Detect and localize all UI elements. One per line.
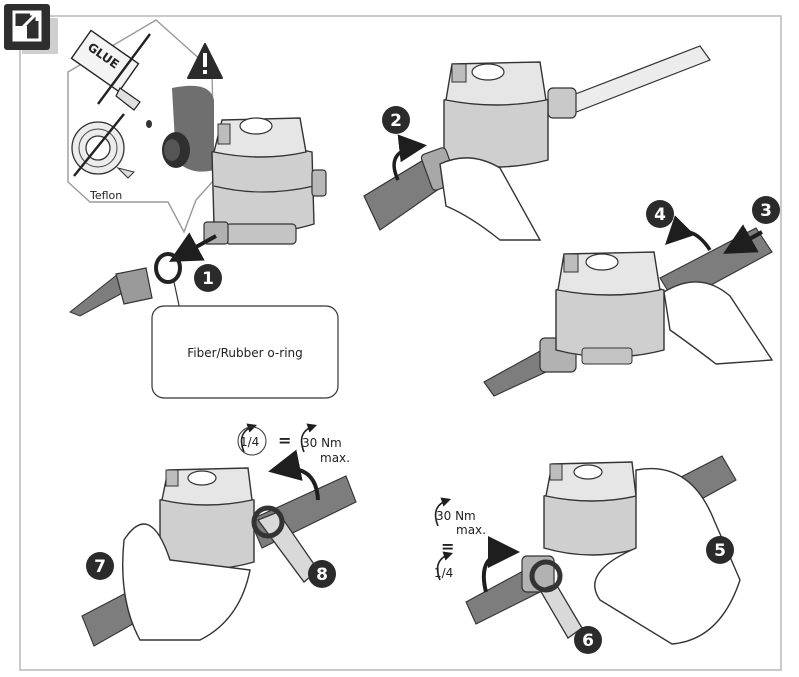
rotation-arrow-icon <box>665 215 712 251</box>
step-badge-number: 4 <box>654 205 666 225</box>
step-badge: 2 <box>382 106 410 134</box>
o-ring-callout-box <box>151 305 339 399</box>
diagram-frame <box>19 15 782 671</box>
water-meter-illustration <box>543 461 641 556</box>
water-meter-illustration <box>203 117 327 245</box>
callout-leader <box>173 281 181 311</box>
push-arrow-icon <box>723 224 763 254</box>
step-badge: 3 <box>752 196 780 224</box>
torque-max-label: max. <box>320 451 350 465</box>
teflon-label: Teflon <box>89 189 122 202</box>
step-badge: 4 <box>646 200 674 228</box>
torque-quarter-label: 1/4 <box>240 435 259 449</box>
warning-icon <box>187 43 223 79</box>
water-meter-illustration <box>555 251 665 365</box>
hand-illustration <box>122 523 251 641</box>
warning-callout: GLUE Teflon <box>67 19 223 234</box>
step-badge-number: 6 <box>582 631 594 651</box>
rotation-arrow-icon <box>481 536 520 593</box>
torque-spec-top: 1/4 = 30 Nm max. <box>237 423 350 465</box>
step-badge: 7 <box>86 552 114 580</box>
torque-quarter-label: 1/4 <box>434 566 453 580</box>
step-badge: 6 <box>574 626 602 654</box>
torque-nm-label: 30 Nm <box>436 509 476 523</box>
teflon-cross-icon <box>73 113 125 177</box>
step-badge: 5 <box>706 536 734 564</box>
hand-illustration <box>594 467 741 645</box>
rotation-arrow-icon <box>268 449 320 501</box>
fitting-illustration <box>162 85 214 172</box>
torque-arrow-icon <box>300 423 318 453</box>
torque-max-label: max. <box>456 523 486 537</box>
torque-equals-label: = <box>278 431 291 450</box>
torque-equals-label: = <box>441 537 454 556</box>
hand-illustration <box>439 157 542 241</box>
water-meter-illustration <box>443 45 711 168</box>
pipe-illustration <box>69 267 153 317</box>
hand-illustration <box>663 281 774 365</box>
glue-cross-icon <box>97 33 151 105</box>
step-badge-number: 7 <box>94 557 106 577</box>
step-badge: 1 <box>194 264 222 292</box>
torque-nm-label: 30 Nm <box>302 436 342 450</box>
water-meter-illustration <box>159 467 255 570</box>
assembly-arrow-icon <box>168 232 217 262</box>
o-ring-icon <box>154 252 182 284</box>
step-badge-number: 2 <box>390 111 402 131</box>
step-badge-number: 5 <box>714 541 726 561</box>
glue-tube-icon <box>70 29 152 128</box>
torque-spec-bottom: 30 Nm max. = 1/4 <box>434 497 486 581</box>
curved-arrow-icon <box>392 134 427 181</box>
step-badge-number: 1 <box>202 269 214 289</box>
step-badge-number: 3 <box>760 201 772 221</box>
step-badge: 8 <box>308 560 336 588</box>
o-ring-label: Fiber/Rubber o-ring <box>187 346 303 360</box>
torque-arrow-icon <box>436 551 454 581</box>
installation-badge-icon <box>4 4 58 54</box>
step-badge-number: 8 <box>316 565 328 585</box>
